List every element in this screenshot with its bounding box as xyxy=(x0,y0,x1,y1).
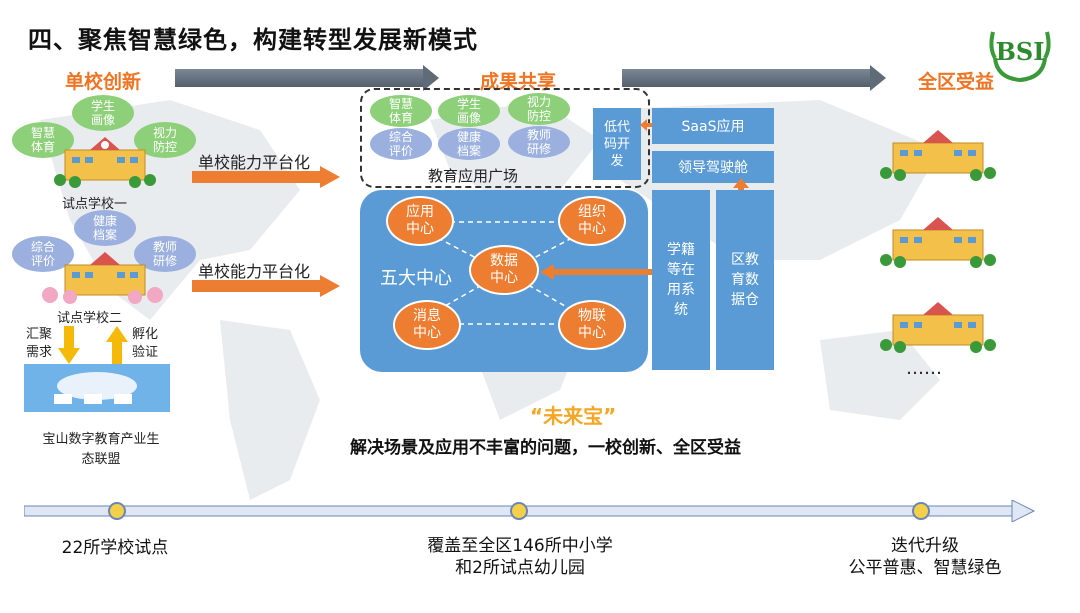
timeline-label-1: 22所学校试点 xyxy=(61,538,169,558)
platform-arrow-2 xyxy=(192,275,340,297)
app-evaluation: 综合 评价 xyxy=(370,128,432,160)
message-center-node: 消息 中心 xyxy=(393,300,461,350)
progress-arrow-1 xyxy=(175,69,425,87)
bubble-student-portrait: 学生 画像 xyxy=(72,95,134,131)
timeline-label-3: 迭代升级 公平普惠、智慧绿色 xyxy=(848,536,1002,578)
more-schools-ellipsis: …… xyxy=(906,358,942,379)
bubble-smart-pe: 智慧 体育 xyxy=(12,122,74,158)
iot-center-node: 物联 中心 xyxy=(558,300,626,350)
school-building-icon xyxy=(54,137,156,188)
bubble-vision: 视力 防控 xyxy=(134,122,196,158)
app-vision: 视力 防控 xyxy=(508,93,570,125)
app-square-label: 教育应用广场 xyxy=(428,167,519,185)
page-title: 四、聚焦智慧绿色，构建转型发展新模式 xyxy=(28,26,478,54)
bubble-health-record: 健康 档案 xyxy=(74,210,136,246)
stage-middle: 成果共享 xyxy=(480,71,557,93)
ecosystem-image xyxy=(24,364,170,412)
ecosystem-label: 宝山数字教育产业生 态联盟 xyxy=(42,432,160,467)
bubble-evaluation: 综合 评价 xyxy=(12,236,74,272)
platform-label-2: 单校能力平台化 xyxy=(198,262,311,281)
app-smart-pe: 智慧 体育 xyxy=(370,95,432,127)
up-arrow-icon xyxy=(733,178,749,192)
progress-arrow-2 xyxy=(622,69,872,87)
bsi-logo-icon: BSI xyxy=(989,31,1051,83)
app-health: 健康 档案 xyxy=(438,128,500,160)
stage-left: 单校创新 xyxy=(65,71,142,93)
saas-box: SaaS应用 xyxy=(652,108,774,144)
svg-text:BSI: BSI xyxy=(996,37,1045,66)
down-arrow-icon xyxy=(58,326,80,364)
cockpit-box: 领导驾驶舱 xyxy=(652,151,774,183)
timeline-dot-2 xyxy=(510,502,528,520)
data-warehouse-box: 区教 育数 据仓 xyxy=(716,190,774,370)
platform-arrow-1 xyxy=(192,166,340,188)
timeline-arrow xyxy=(24,500,1036,522)
slogan: “未来宝” xyxy=(530,404,617,428)
up-arrow-icon xyxy=(106,326,128,364)
slogan-subtitle: 解决场景及应用不丰富的问题，一校创新、全区受益 xyxy=(350,438,741,458)
gather-needs-label: 汇聚 需求 xyxy=(26,327,53,360)
data-flow-arrow xyxy=(540,264,652,280)
school-one-label: 试点学校一 xyxy=(62,197,128,212)
app-center-node: 应用 中心 xyxy=(386,196,454,246)
low-code-box: 低代 码开 发 xyxy=(593,108,641,180)
timeline-dot-3 xyxy=(912,502,930,520)
org-center-node: 组织 中心 xyxy=(558,196,626,246)
arrow-head-icon xyxy=(423,65,439,91)
school-building-icon xyxy=(880,302,996,353)
timeline-dot-1 xyxy=(108,502,126,520)
arrow-head-icon xyxy=(870,65,886,91)
app-teacher: 教师 研修 xyxy=(508,126,570,158)
school-building-icon xyxy=(880,130,996,181)
app-student-portrait: 学生 画像 xyxy=(438,95,500,127)
platform-label-1: 单校能力平台化 xyxy=(198,153,311,172)
school-building-icon xyxy=(42,252,163,304)
school-building-icon xyxy=(880,217,996,268)
five-centers-title: 五大中心 xyxy=(380,268,452,289)
school-two-label: 试点学校二 xyxy=(57,311,123,326)
app-square-frame xyxy=(360,88,650,188)
stage-right: 全区受益 xyxy=(918,71,995,93)
incubate-verify-label: 孵化 验证 xyxy=(132,327,159,360)
data-center-node: 数据 中心 xyxy=(469,245,539,295)
registry-systems-box: 学籍 等在 用系 统 xyxy=(652,190,710,370)
timeline-label-2: 覆盖至全区146所中小学 和2所试点幼儿园 xyxy=(427,536,613,578)
